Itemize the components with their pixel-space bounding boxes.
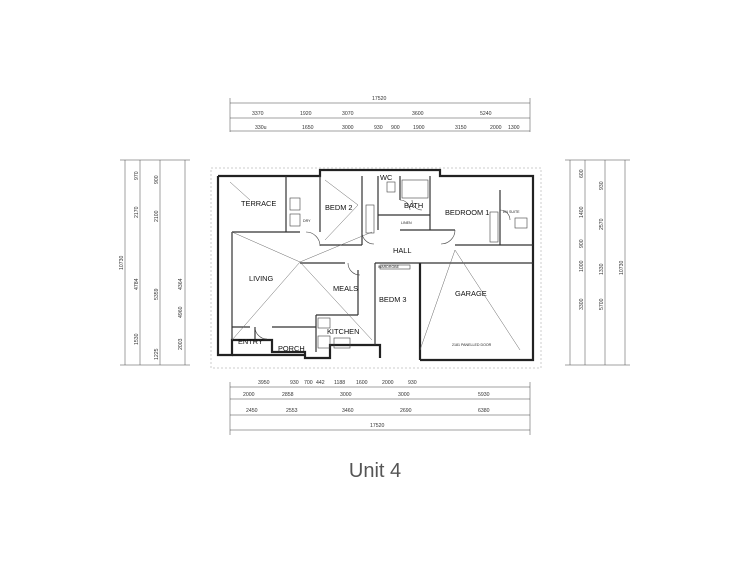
dim-bot-r2-2: 3000 — [340, 392, 352, 398]
room-label-bedroom1: BEDROOM 1 — [445, 208, 489, 217]
interior-walls — [231, 176, 533, 352]
dim-right-r1-0: 600 — [579, 169, 585, 178]
dim-left-r2-1: 2100 — [154, 210, 160, 222]
dim-bot-r2-3: 3000 — [398, 392, 410, 398]
dim-top-r1-0: 3370 — [252, 111, 264, 117]
dim-top-r2-6: 3150 — [455, 125, 467, 131]
room-label-bedm3: BEDM 3 — [379, 295, 407, 304]
room-label-terrace: TERRACE — [241, 199, 276, 208]
dim-bot-r2-0: 2000 — [243, 392, 255, 398]
dim-left-r2-2: 5359 — [154, 288, 160, 300]
exterior-walls — [216, 168, 535, 362]
dim-right-r1-3: 1000 — [579, 260, 585, 272]
dim-right-r1-1: 1400 — [579, 206, 585, 218]
dim-left-r2-3: 4364 — [178, 278, 184, 290]
dim-bot-r2-1: 2858 — [282, 392, 294, 398]
dim-top-r1-1: 1920 — [300, 111, 312, 117]
dim-right-r1-4: 3300 — [579, 298, 585, 310]
ceiling-lines — [229, 179, 521, 351]
eave-lines — [210, 167, 542, 369]
dim-right-r2-1: 2570 — [599, 218, 605, 230]
dim-bot-r2-4: 5930 — [478, 392, 490, 398]
note-panelled-door: 2181 PANELLED DOOR — [452, 343, 492, 347]
room-label-linen: LINEN — [401, 221, 412, 225]
dim-top-r2-7: 2000 — [490, 125, 502, 131]
dim-left-r1-4: 1225 — [154, 348, 160, 360]
dim-top-r2-1: 1650 — [302, 125, 314, 131]
dim-bot-r3-3: 2690 — [400, 408, 412, 414]
room-label-garage: GARAGE — [455, 289, 487, 298]
dim-bot-r3-1: 2553 — [286, 408, 298, 414]
dimension-lines — [120, 98, 630, 435]
dim-bot-r1-7: 930 — [408, 380, 417, 386]
dim-top-r2-5: 1900 — [413, 125, 425, 131]
dim-bot-r1-5: 1600 — [356, 380, 368, 386]
dim-bot-r3-2: 3460 — [342, 408, 354, 414]
dim-right-r2-2: 5700 — [599, 298, 605, 310]
dim-bot-r1-3: 442 — [316, 380, 325, 386]
dim-right-r2-0: 930 — [599, 181, 605, 190]
room-label-bath: BATH — [404, 201, 423, 210]
dim-bot-r1-4: 1188 — [334, 380, 345, 386]
dim-left-r2-4: 4960 — [178, 306, 184, 318]
room-label-bedm2: BEDM 2 — [325, 203, 353, 212]
dim-top-r1-2: 3070 — [342, 111, 354, 117]
dim-top-r1-4: 5240 — [480, 111, 492, 117]
dim-left-r2-5: 2003 — [178, 338, 184, 350]
dim-left-r1-2: 4784 — [134, 278, 140, 290]
dim-top-r1-3: 3600 — [412, 111, 424, 117]
dim-bot-r1-6: 2000 — [382, 380, 394, 386]
room-label-entry: ENTRY — [238, 337, 263, 346]
dim-bot-r3-4: 6380 — [478, 408, 490, 414]
dim-right-r1-2: 900 — [579, 239, 585, 248]
dim-bot-overall: 17520 — [370, 423, 385, 429]
dim-top-r2-0: 330u — [255, 125, 267, 131]
fixtures — [289, 179, 528, 349]
room-label-meals: MEALS — [333, 284, 358, 293]
room-label-ensuite: EN SUITE — [503, 210, 520, 214]
room-label-porch: PORCH — [278, 344, 305, 353]
dim-top-r2-4: 900 — [391, 125, 400, 131]
note-wardrobe: WARDROBE — [378, 265, 400, 269]
dim-right-r2-3: 1330 — [599, 263, 605, 275]
room-label-living: LIVING — [249, 274, 273, 283]
room-label-hall: HALL — [393, 246, 412, 255]
dim-left-r1-0: 970 — [134, 171, 140, 180]
room-labels: TERRACE BEDM 2 WC BATH BEDROOM 1 EN SUIT… — [238, 173, 520, 353]
dim-right-overall: 10730 — [619, 260, 625, 275]
plan-caption: Unit 4 — [348, 460, 402, 482]
dim-left-r2-0: 900 — [154, 175, 160, 184]
dimension-labels: 17520 3370 1920 3070 3600 5240 330u 1650… — [119, 96, 625, 429]
dim-top-r2-2: 3000 — [342, 125, 354, 131]
room-label-dry: DRY — [303, 219, 311, 223]
dim-left-overall: 10730 — [119, 255, 125, 270]
dim-bot-r3-0: 2450 — [246, 408, 258, 414]
dim-left-r1-3: 1530 — [134, 333, 140, 345]
room-label-wc: WC — [380, 173, 393, 182]
dim-bot-r1-1: 930 — [290, 380, 299, 386]
room-label-kitchen: KITCHEN — [327, 327, 359, 336]
door-swings — [254, 199, 511, 340]
dim-top-r2-8: 1300 — [508, 125, 520, 131]
dim-top-overall: 17520 — [372, 96, 387, 102]
dim-bot-r1-0: 3950 — [258, 380, 270, 386]
dim-left-r1-1: 2170 — [134, 206, 140, 218]
dim-bot-r1-2: 700 — [304, 380, 313, 386]
dim-top-r2-3: 930 — [374, 125, 383, 131]
